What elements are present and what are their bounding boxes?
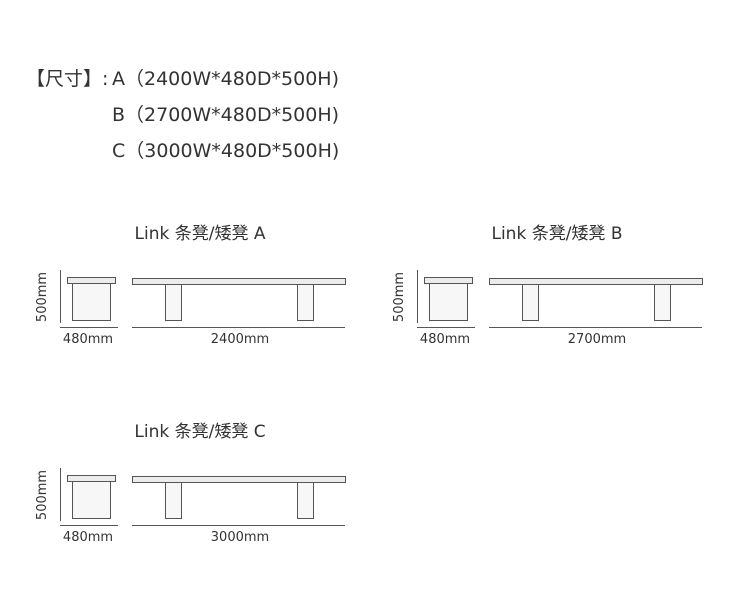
front-view: [489, 278, 703, 321]
front-view: [132, 278, 346, 321]
spec-line-b: B（2700W*480D*500H): [112, 104, 340, 126]
width-label: 3000mm: [211, 530, 269, 545]
height-label: 500mm: [35, 272, 50, 322]
height-label: 500mm: [392, 272, 407, 322]
side-view: [424, 277, 473, 321]
width-label: 2400mm: [211, 332, 269, 347]
height-label: 500mm: [35, 470, 50, 520]
side-view: [67, 475, 116, 519]
spec-label: 【尺寸】:: [26, 68, 115, 90]
side-view: [67, 277, 116, 321]
width-label: 2700mm: [568, 332, 626, 347]
diagram-title: Link 条凳/矮凳 B: [491, 224, 622, 244]
spec-line-a: A（2400W*480D*500H): [112, 68, 339, 90]
diagram-title: Link 条凳/矮凳 A: [135, 224, 266, 244]
diagram-title: Link 条凳/矮凳 C: [134, 422, 265, 442]
spec-line-c: C（3000W*480D*500H): [112, 140, 340, 162]
depth-label: 480mm: [63, 530, 113, 545]
depth-label: 480mm: [420, 332, 470, 347]
depth-label: 480mm: [63, 332, 113, 347]
front-view: [132, 476, 346, 519]
